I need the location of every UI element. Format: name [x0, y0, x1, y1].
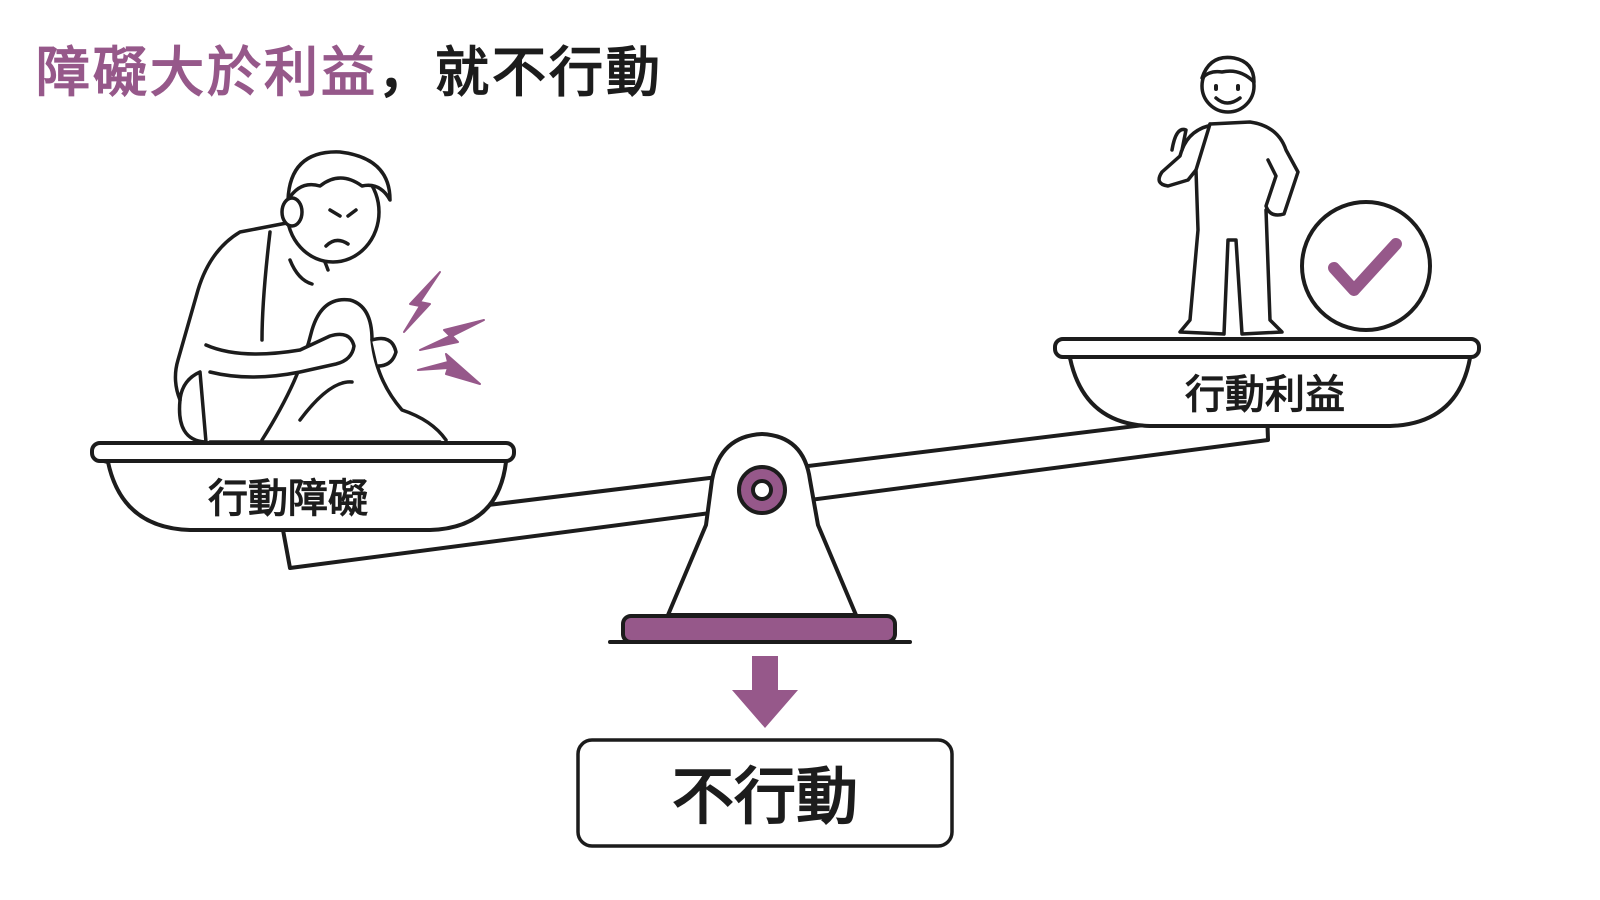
pain-spark-icon	[403, 271, 485, 385]
thumbs-up-person	[1157, 55, 1300, 336]
result-label: 不行動	[672, 760, 858, 833]
seesaw-fulcrum	[608, 432, 912, 644]
headline: 障礙大於利益，就不行動	[36, 28, 663, 107]
headline-highlight: 障礙大於利益	[36, 41, 378, 104]
left-pan-label: 行動障礙	[208, 476, 368, 522]
checkmark-circle-icon	[1300, 200, 1432, 332]
result-box: 不行動	[576, 738, 954, 848]
down-arrow-icon	[732, 656, 798, 728]
right-pan: 行動利益	[1053, 337, 1481, 428]
right-pan-label: 行動利益	[1185, 372, 1345, 418]
pain-person	[173, 150, 448, 444]
left-pan: 行動障礙	[90, 441, 516, 532]
headline-rest: ，就不行動	[378, 41, 663, 104]
